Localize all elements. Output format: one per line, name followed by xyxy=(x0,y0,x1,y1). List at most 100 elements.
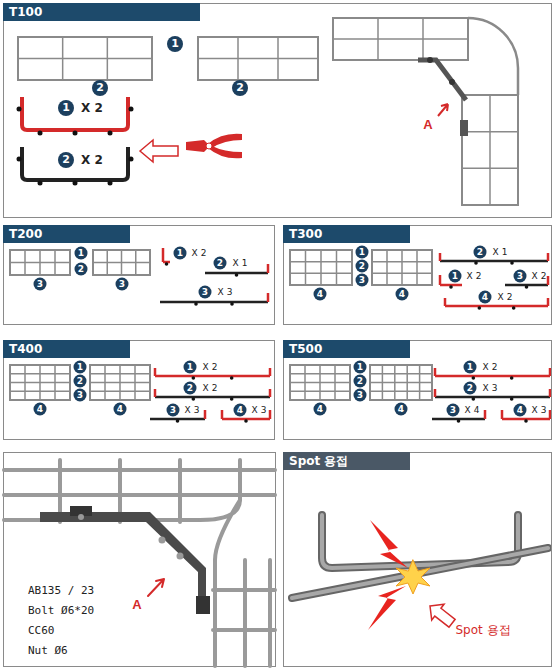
wire-grid xyxy=(198,37,318,80)
wire-piece xyxy=(160,293,268,306)
quantity: X 2 xyxy=(81,101,103,115)
callout-number: 1 xyxy=(74,361,87,374)
callout-number: 2 xyxy=(464,382,477,395)
callout-number: 2 xyxy=(74,375,87,388)
bracket xyxy=(460,120,468,136)
pointer-arrow xyxy=(438,104,448,116)
quantity: X 2 xyxy=(203,383,218,393)
callout-number: 2 xyxy=(356,260,369,273)
quantity: X 2 xyxy=(203,362,218,372)
wire-grid xyxy=(10,365,70,400)
header-band: T300 xyxy=(283,225,410,243)
panel-title: T100 xyxy=(9,5,42,19)
panel: T200 xyxy=(3,225,275,325)
quantity: X 3 xyxy=(483,383,498,393)
callout-number: 1 xyxy=(184,361,197,374)
quantity: X 2 xyxy=(81,153,103,167)
callout-number: 2 xyxy=(58,152,74,168)
quantity: X 1 xyxy=(493,247,508,257)
joint-bracket xyxy=(418,60,466,100)
callout-number: 4 xyxy=(514,404,527,417)
callout-number: 2 xyxy=(92,80,108,96)
callout-number: 1 xyxy=(356,246,369,259)
clamp-tool xyxy=(186,134,242,159)
callout-number: 4 xyxy=(34,403,47,416)
wire-grid xyxy=(462,95,518,205)
bolt xyxy=(449,79,455,85)
weld-label: Spot 용접 xyxy=(455,622,510,639)
callout-number: 2 xyxy=(474,246,487,259)
header-band: T200 xyxy=(3,225,130,243)
quantity: X 2 xyxy=(467,271,482,281)
wire-grid xyxy=(372,250,432,285)
panel: T400 xyxy=(3,340,275,440)
detail-marker: A xyxy=(423,117,432,132)
quantity: X 2 xyxy=(532,271,547,281)
callout-number: 4 xyxy=(396,288,409,301)
quantity: X 1 xyxy=(233,258,248,268)
quantity: X 3 xyxy=(252,405,267,415)
panel-title: Spot 용접 xyxy=(289,454,348,468)
panel: T500 xyxy=(283,340,552,440)
wire-grid xyxy=(18,37,152,80)
panel-title: T200 xyxy=(9,227,42,241)
header-band: T100 xyxy=(3,3,200,21)
callout-number: 1 xyxy=(58,100,74,116)
callout-number: 2 xyxy=(354,375,367,388)
callout-number: 4 xyxy=(314,288,327,301)
quantity: X 2 xyxy=(498,292,513,302)
callout-number: 3 xyxy=(356,274,369,287)
panel-title: T500 xyxy=(289,342,322,356)
callout-number: 3 xyxy=(34,278,47,291)
callout-number: 1 xyxy=(449,270,462,283)
part-spec: Nut Ø6 xyxy=(28,644,68,657)
elbow-arc xyxy=(468,18,518,95)
wire-drawings xyxy=(10,18,550,423)
callout-number: 3 xyxy=(167,404,180,417)
panel: Spot 용접 xyxy=(283,452,552,667)
callout-number: 2 xyxy=(75,263,88,276)
callout-number: 2 xyxy=(184,382,197,395)
u-wire xyxy=(17,147,134,186)
callout-number: 1 xyxy=(464,361,477,374)
callout-number: 3 xyxy=(514,270,527,283)
callout-number: 3 xyxy=(116,278,129,291)
quantity: X 2 xyxy=(192,248,207,258)
callout-number: 3 xyxy=(354,389,367,402)
callout-number: 1 xyxy=(75,247,88,260)
detail-marker: A xyxy=(132,597,141,612)
wire-grid xyxy=(333,18,468,60)
panel-title: T400 xyxy=(9,342,42,356)
tray-joint xyxy=(4,460,275,666)
callout-number: 2 xyxy=(214,257,227,270)
quantity: X 3 xyxy=(218,287,233,297)
quantity: X 3 xyxy=(185,405,200,415)
part-spec: Bolt Ø6*20 xyxy=(28,604,94,617)
wire-piece xyxy=(163,248,170,266)
callout-number: 3 xyxy=(447,404,460,417)
panel-outline xyxy=(4,453,276,667)
callout-number: 4 xyxy=(234,404,247,417)
wire-grid xyxy=(290,365,350,400)
wire-grid xyxy=(90,365,150,400)
header-band: T400 xyxy=(3,340,130,358)
wire-grid xyxy=(10,250,70,275)
callout-number: 4 xyxy=(395,403,408,416)
wire-grid xyxy=(370,365,432,400)
quantity: X 3 xyxy=(532,405,547,415)
callout-number: 1 xyxy=(174,247,187,260)
wire-piece xyxy=(445,298,548,310)
u-wire xyxy=(17,97,134,136)
callout-number: 3 xyxy=(199,286,212,299)
wire-grid xyxy=(93,250,150,275)
bolt xyxy=(427,57,433,63)
callout-number: 3 xyxy=(74,389,87,402)
part-spec: CC60 xyxy=(28,624,55,637)
callout-number: 1 xyxy=(167,36,183,52)
callout-number: 4 xyxy=(114,403,127,416)
direction-arrow xyxy=(140,140,178,162)
spot-weld xyxy=(292,515,548,631)
quantity: X 4 xyxy=(465,405,480,415)
part-spec: AB135 / 23 xyxy=(28,584,94,597)
